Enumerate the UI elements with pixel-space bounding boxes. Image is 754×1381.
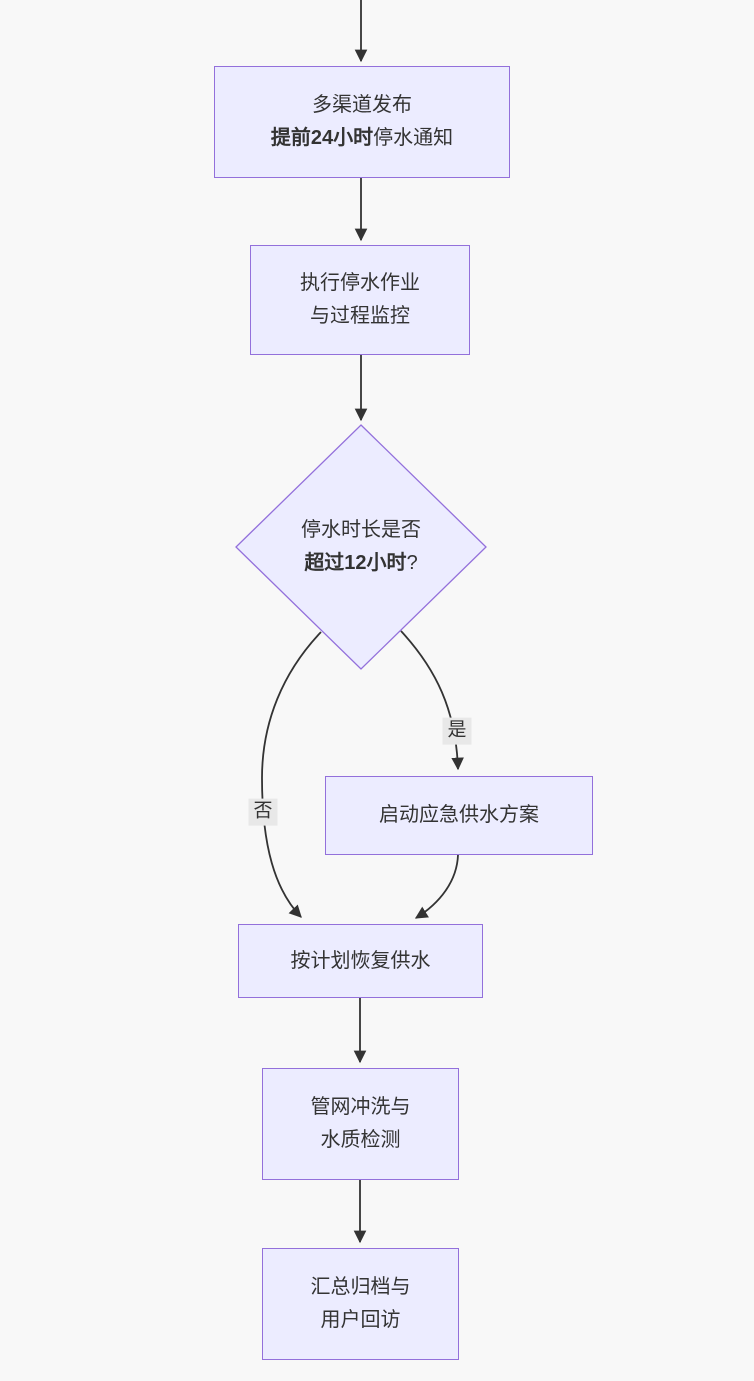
node-execute-shutdown: 执行停水作业 与过程监控	[250, 245, 470, 355]
arrow-decision-no-to-resume	[261, 631, 322, 918]
node-flush-water-test: 管网冲洗与 水质检测	[262, 1068, 459, 1180]
node-execute-shutdown-line1: 执行停水作业	[300, 272, 420, 294]
node-publish-notice: 多渠道发布 提前24小时停水通知	[214, 66, 510, 178]
decision-duration-text: 停水时长是否 超过12小时?	[251, 505, 471, 589]
node-resume-supply-line1: 按计划恢复供水	[290, 949, 431, 972]
node-flush-water-test-line1: 管网冲洗与	[310, 1096, 411, 1118]
edge-label-no: 否	[248, 798, 278, 826]
edge-label-yes: 是	[442, 717, 472, 745]
node-publish-notice-line1: 多渠道发布	[312, 94, 412, 116]
node-archive-followup-line1: 汇总归档与	[310, 1276, 411, 1298]
decision-duration-line1: 停水时长是否	[301, 519, 421, 541]
decision-diamond-shape	[235, 424, 487, 670]
node-flush-water-test-line2: 水质检测	[320, 1129, 401, 1151]
node-resume-supply: 按计划恢复供水	[238, 924, 483, 998]
node-archive-followup: 汇总归档与 用户回访	[262, 1248, 459, 1360]
node-emergency-supply-line1: 启动应急供水方案	[379, 804, 539, 826]
node-emergency-supply: 启动应急供水方案	[325, 776, 593, 855]
arrow-decision-yes-to-emergency	[400, 630, 464, 771]
arrow-emergency-to-resume	[414, 854, 459, 919]
decision-duration-line2: 超过12小时?	[304, 552, 418, 574]
node-publish-notice-line2: 提前24小时停水通知	[270, 127, 454, 149]
node-archive-followup-line2: 用户回访	[320, 1309, 401, 1331]
node-execute-shutdown-line2: 与过程监控	[310, 305, 410, 327]
